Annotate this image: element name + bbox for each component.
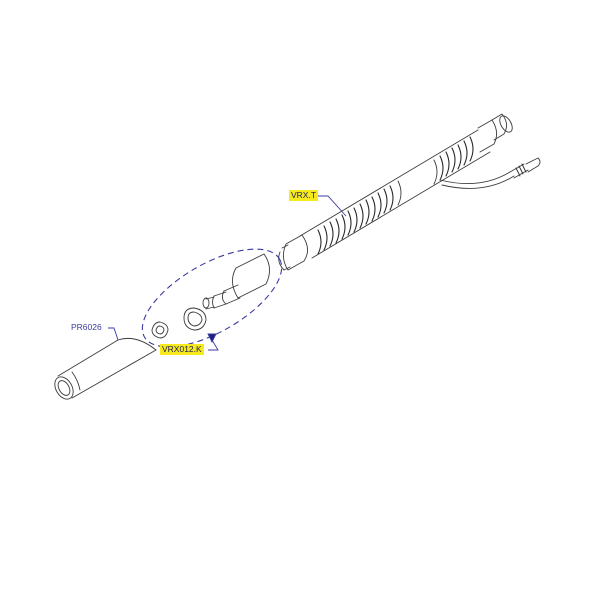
leader-pr6026 — [108, 327, 119, 341]
part-label-pr6026: PR6026 — [71, 322, 102, 332]
leader-vrx012-k — [208, 339, 219, 351]
handpiece-cover — [54, 337, 157, 400]
leader-vrx-t — [318, 195, 347, 217]
leader-arrow-vrx012-k — [207, 333, 217, 344]
nozzle-kit — [151, 253, 270, 339]
hose-assembly — [278, 113, 541, 271]
part-label-vrx012-k: VRX012.K — [160, 344, 204, 355]
part-label-vrx-t: VRX.T — [289, 190, 319, 201]
kit-group-boundary — [141, 248, 283, 348]
